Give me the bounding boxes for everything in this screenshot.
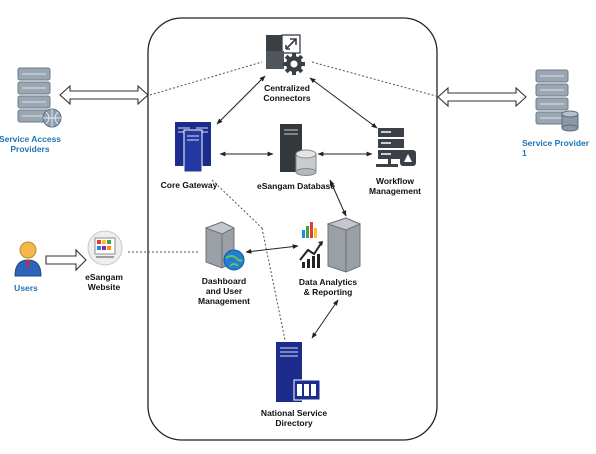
label-data-analytics-reporting: Data Analytics & Reporting — [298, 277, 358, 297]
arrow-connectors-gateway — [216, 75, 266, 125]
block-arrows — [45, 84, 527, 272]
label-centralized-connectors: Centralized Connectors — [263, 83, 311, 103]
rack-server-globe-icon — [17, 67, 62, 128]
block-arrow-providers — [59, 84, 149, 106]
platform-boundary — [147, 17, 438, 441]
directory-server-icon — [276, 342, 321, 402]
label-core-gateway: Core Gateway — [160, 180, 218, 190]
workflow-server-icon — [376, 128, 416, 167]
block-arrow-service-provider — [437, 86, 527, 108]
label-service-access-providers: Service Access Providers — [0, 134, 62, 154]
database-server-icon — [280, 124, 317, 176]
connector-gear-icon — [266, 34, 305, 75]
label-workflow-management: Workflow Management — [369, 176, 421, 196]
dotted-link-connectors-service-provider — [311, 61, 437, 97]
label-service-provider: Service Provider 1 — [522, 138, 590, 158]
label-dashboard-user-management: Dashboard and User Management — [198, 276, 250, 306]
arrow-database-analytics — [329, 179, 347, 217]
website-icon — [87, 230, 123, 266]
arrow-dashboard-analytics — [245, 244, 299, 254]
dotted-link-providers-connectors — [149, 61, 263, 96]
label-users: Users — [14, 283, 38, 293]
label-esangam-database: eSangam Database — [257, 181, 335, 191]
label-national-service-directory: National Service Directory — [260, 408, 328, 428]
dotted-link-directory-path — [261, 227, 286, 341]
arrow-analytics-directory — [311, 299, 339, 339]
analytics-server-icon — [299, 217, 362, 273]
label-esangam-website: eSangam Website — [85, 272, 123, 292]
gateway-servers-icon — [175, 122, 211, 173]
data-flows — [216, 75, 378, 339]
arrow-connectors-workflow — [309, 77, 378, 129]
rack-server-database-icon — [535, 69, 579, 132]
user-icon — [14, 241, 42, 277]
dotted-link-gateway-directory — [211, 179, 263, 229]
block-arrow-users-website — [45, 248, 87, 272]
dotted-links — [128, 61, 437, 341]
dashboard-server-globe-icon — [204, 221, 245, 271]
